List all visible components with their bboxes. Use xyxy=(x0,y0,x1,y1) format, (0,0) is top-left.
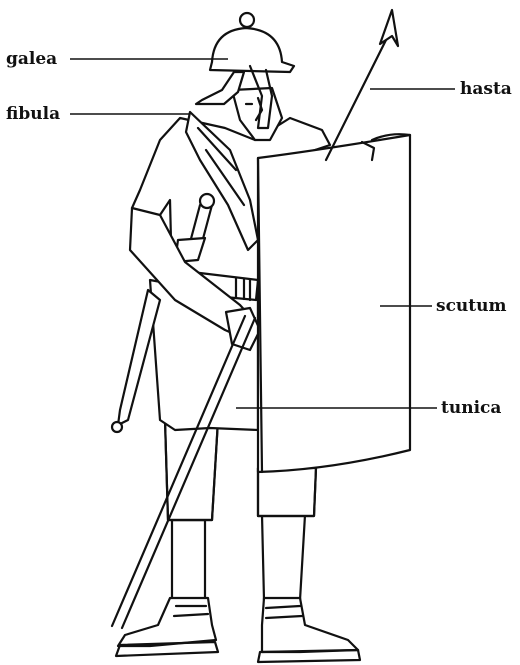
face xyxy=(232,88,282,140)
label-hasta: hasta xyxy=(460,79,512,99)
label-galea: galea xyxy=(6,49,57,69)
right-leg xyxy=(258,468,316,600)
spear xyxy=(326,10,398,160)
label-fibula: fibula xyxy=(6,104,60,124)
shield xyxy=(258,134,410,472)
label-tunica: tunica xyxy=(441,398,501,418)
label-scutum: scutum xyxy=(436,296,506,316)
sword-sheath xyxy=(112,290,160,432)
sandals xyxy=(116,598,360,662)
